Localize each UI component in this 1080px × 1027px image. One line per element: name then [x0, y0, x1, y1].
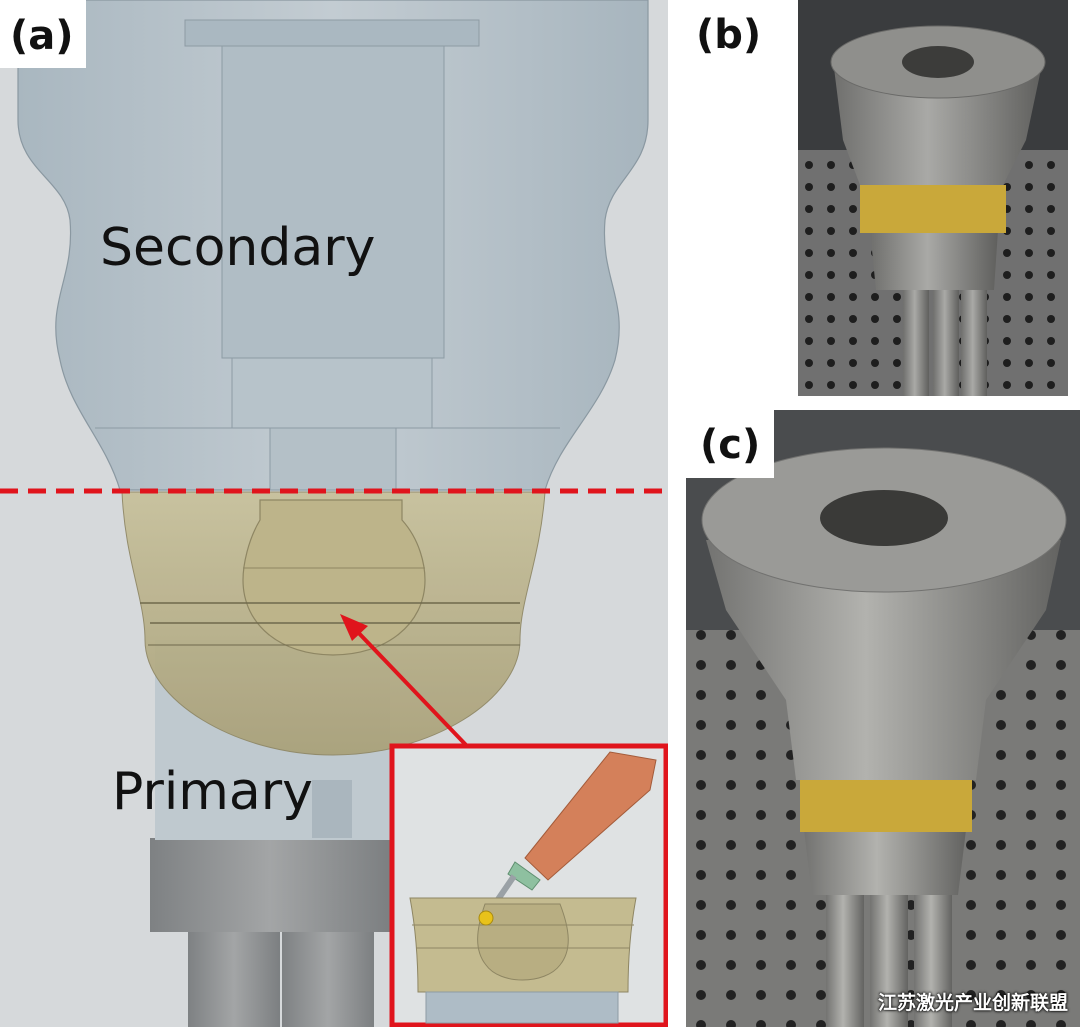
lower-post [312, 780, 352, 838]
brass-band-c [800, 780, 972, 832]
inset-cavity [477, 903, 569, 981]
bore-step [231, 357, 433, 429]
neck [269, 427, 397, 491]
inner-bore [221, 45, 445, 359]
photo-c-drawing [686, 410, 1080, 1027]
photo-b-drawing [798, 0, 1068, 396]
inset-base [425, 991, 619, 1024]
top-recess [184, 19, 480, 47]
cad-model-panel: Secondary Primary [0, 0, 668, 1027]
support-rod-right [282, 930, 374, 1027]
photo-partial-build [798, 0, 1068, 396]
rod-c-1 [826, 890, 864, 1027]
brass-band-b [860, 185, 1006, 233]
center-hole-c [820, 490, 948, 546]
rod-b-3 [961, 290, 987, 396]
arrow-head [340, 614, 368, 641]
rod-c-2 [870, 890, 908, 1027]
cad-model-drawing [0, 0, 668, 1027]
nozzle-body [524, 751, 657, 881]
secondary-label: Secondary [100, 218, 376, 278]
arrow-line [350, 624, 468, 747]
support-rod-left [188, 930, 280, 1027]
melt-pool-dot [478, 910, 494, 926]
rod-c-3 [914, 890, 952, 1027]
lower-body-b [870, 230, 998, 290]
spherical-cavity [242, 499, 426, 656]
panel-c-tag: (c) [686, 410, 775, 478]
lower-body-c [804, 830, 966, 895]
panel-a-tag: (a) [0, 0, 86, 68]
panel-b-tag: (b) [680, 0, 776, 70]
inset-view [389, 743, 668, 1027]
base-plate-block [150, 838, 390, 932]
rod-b-1 [903, 290, 929, 396]
upper-body-c [706, 540, 1061, 780]
watermark-text: 江苏激光产业创新联盟 [877, 992, 1068, 1014]
photo-finished-build: 江苏激光产业创新联盟 [686, 410, 1080, 1027]
nozzle-ring [507, 861, 541, 891]
primary-label: Primary [112, 762, 313, 822]
center-hole-b [902, 46, 974, 78]
rod-b-2 [933, 290, 959, 396]
